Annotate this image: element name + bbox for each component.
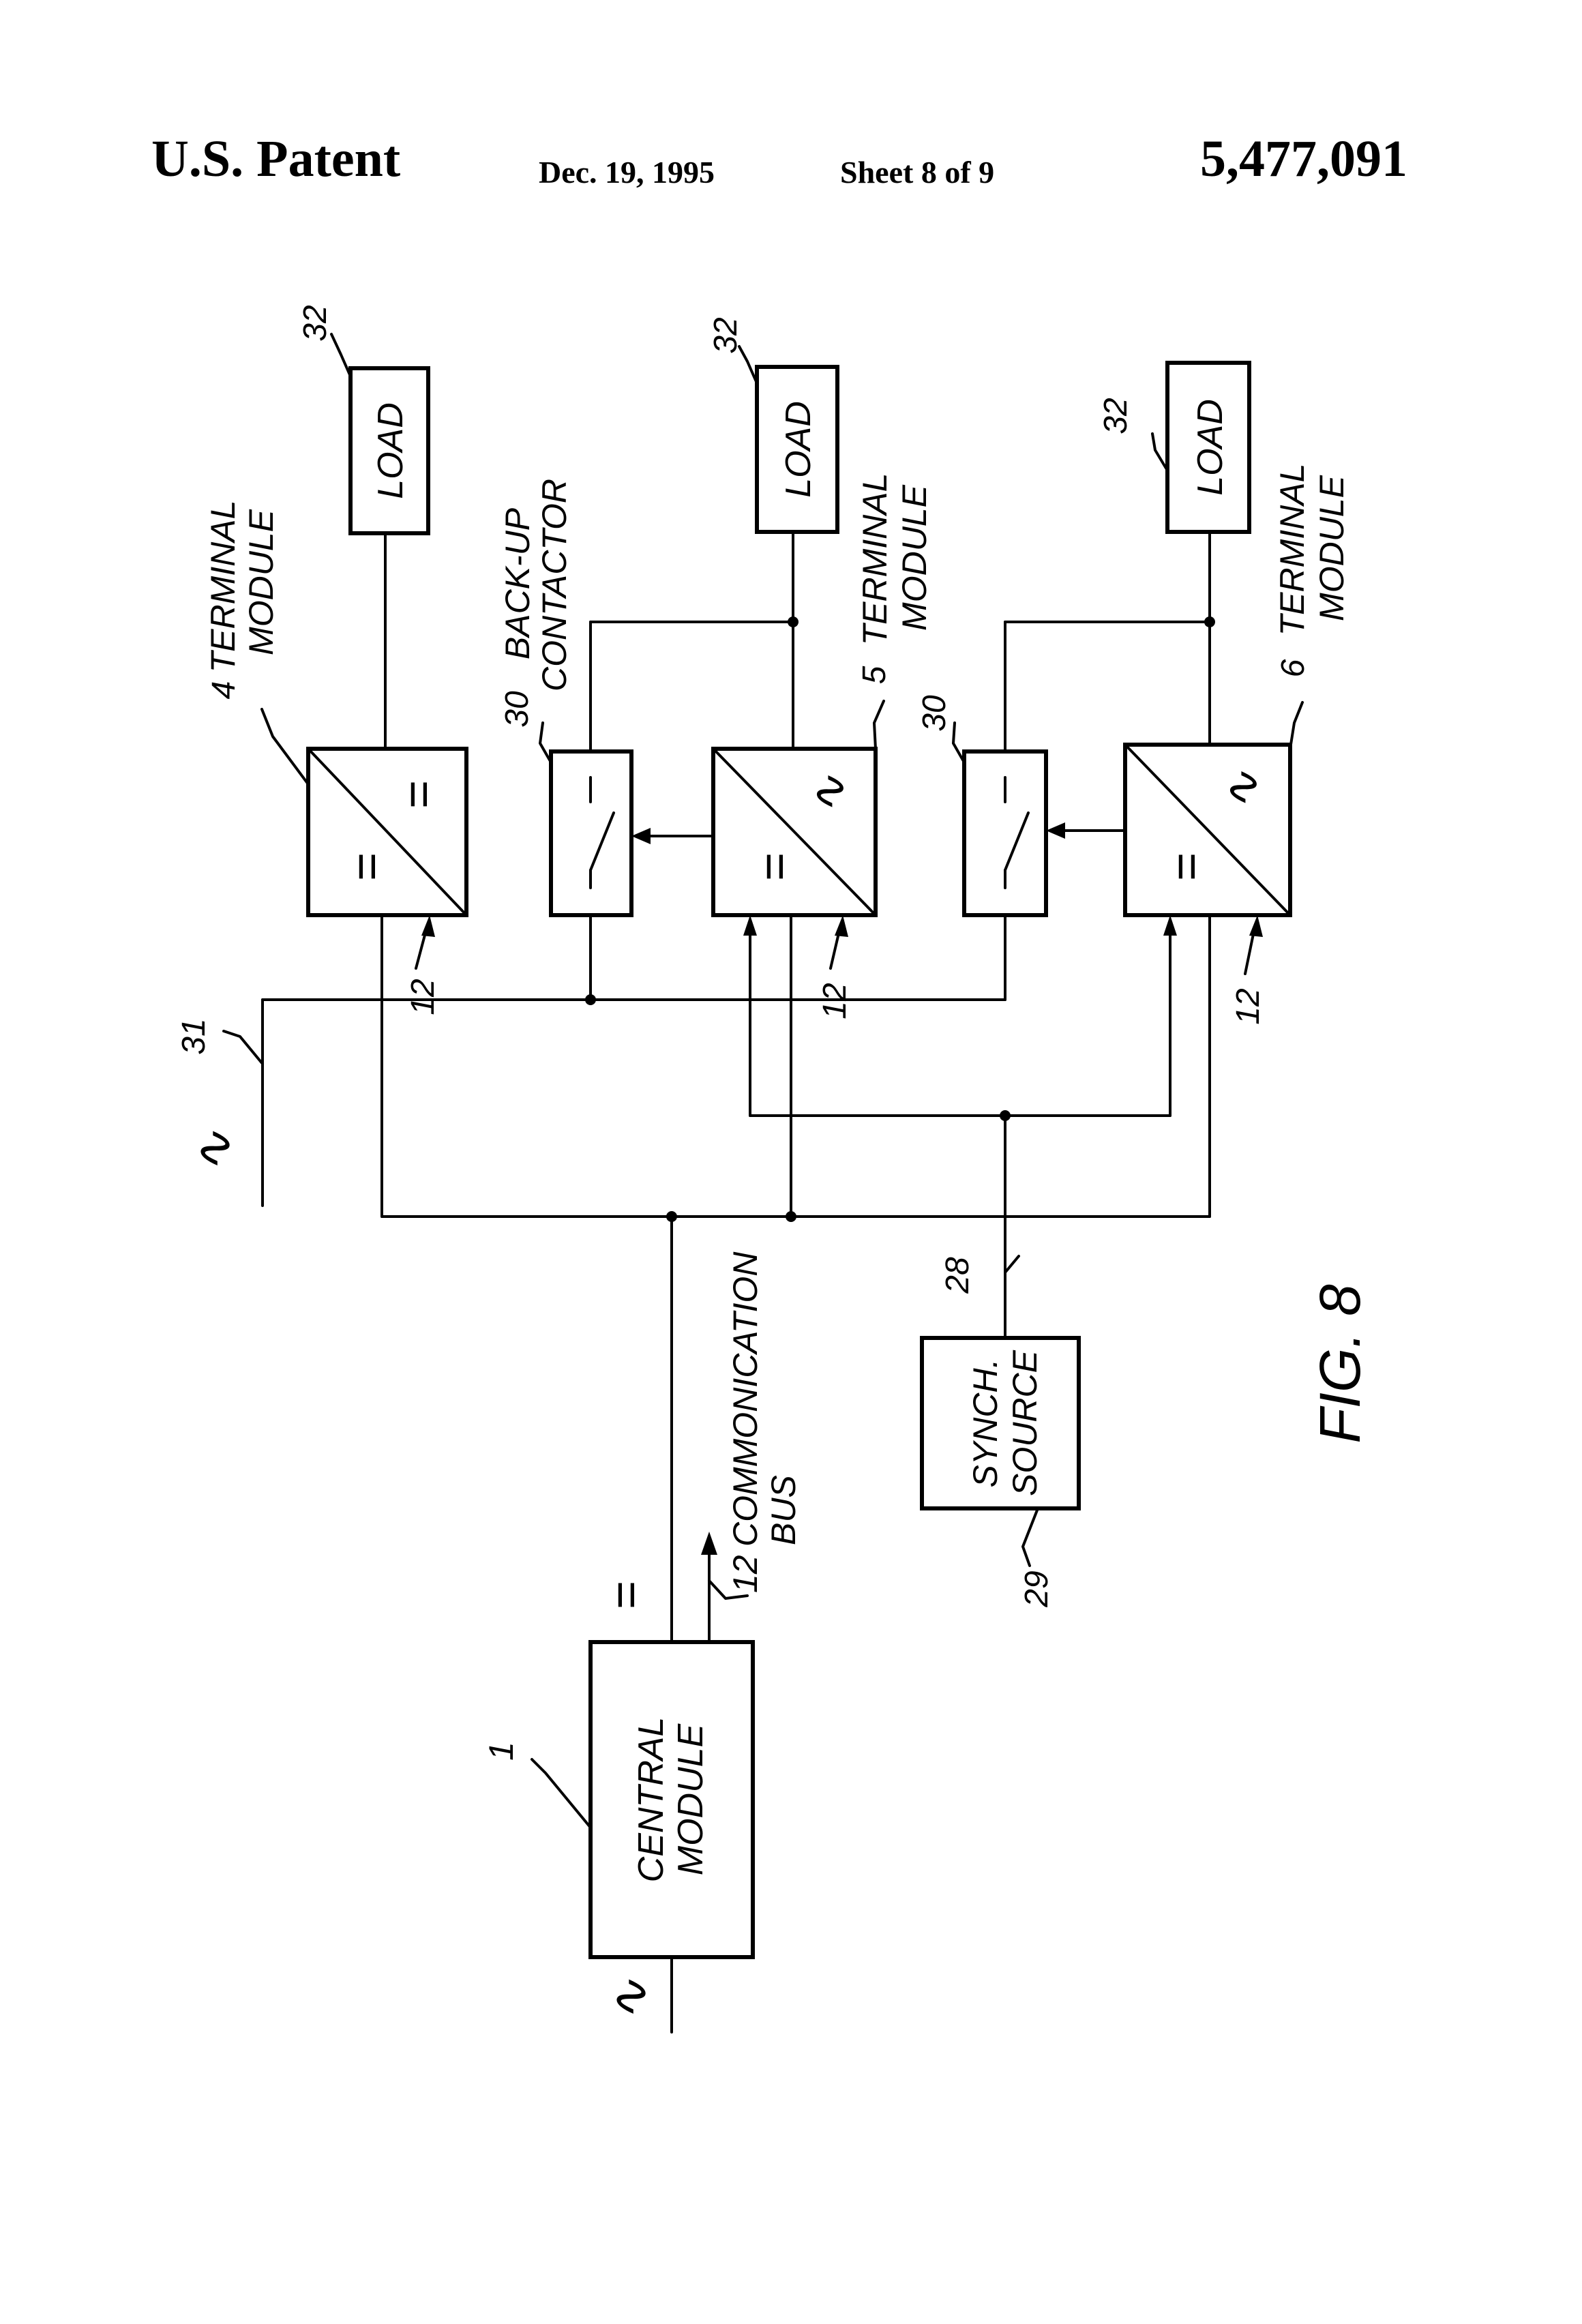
dc-symbol-tm4-in: = [340,853,394,882]
terminal-module-5: ∿ = [713,749,876,915]
ref-12-tm6: 12 [1230,988,1266,1024]
ref-load-middle: 32 [708,317,744,353]
dc-symbol-tm5: = [747,853,802,882]
dc-symbol-tm4-out: = [391,781,446,809]
comm-bus-ref: 12 [726,1555,764,1593]
comm-bus-label-2: BUS [764,1475,803,1545]
dc-symbol-tm6: = [1159,853,1214,882]
ac-symbol-central-input: ∿ [599,1978,659,2023]
synch-label-1: SYNCH. [966,1359,1004,1488]
central-label-2: MODULE [671,1723,711,1875]
synch-label-2: SOURCE [1006,1350,1044,1496]
tm4-module: MODULE [242,509,280,655]
load-label-right: LOAD [1191,399,1230,496]
tm4-terminal: TERMINAL [204,501,242,673]
load-label-middle: LOAD [779,401,818,498]
synch-source-block: SYNCH. SOURCE [922,1338,1079,1508]
central-label-1: CENTRAL [631,1717,671,1883]
backup-label-2: CONTACTOR [535,479,573,691]
ac-symbol-line31: ∿ [183,1130,243,1174]
ref-29: 29 [1019,1570,1055,1607]
ref-28: 28 [940,1257,976,1294]
ref-load-left: 32 [297,305,333,341]
central-module-block: CENTRAL MODULE [591,1642,753,1957]
tm6-terminal: TERMINAL [1273,464,1311,636]
ref-load-right: 32 [1098,398,1134,434]
ref-31: 31 [176,1018,212,1054]
backup-label-1: BACK-UP [498,507,537,659]
tm5-terminal: TERMINAL [856,473,894,646]
ac-symbol-tm6: ∿ [1215,771,1270,811]
terminal-module-6: ∿ = [1125,745,1290,915]
backup-ref-2: 30 [916,695,953,732]
tm4-ref: 4 [206,681,242,700]
tm5-module: MODULE [895,484,934,631]
ref-12-tm4: 12 [405,979,441,1015]
dc-symbol-central-output: = [599,1581,653,1610]
terminal-module-4: = = [308,749,466,915]
ac-symbol-tm5: ∿ [802,775,856,816]
comm-bus-label-1: COMMONICATION [726,1251,764,1547]
load-block-right: LOAD [1167,363,1249,532]
load-block-left: LOAD [350,368,428,533]
ref-central-module: 1 [482,1742,520,1761]
load-block-middle: LOAD [757,367,837,532]
ref-12-tm5: 12 [817,983,853,1019]
backup-contactor-right [964,751,1046,915]
tm6-module: MODULE [1313,475,1351,621]
backup-ref: 30 [499,691,535,728]
tm6-ref: 6 [1275,659,1311,677]
backup-contactor-left [551,751,631,915]
figure-label: FIG. 8 [1308,1284,1372,1444]
tm5-ref: 5 [856,666,893,684]
load-label-left: LOAD [371,402,411,499]
